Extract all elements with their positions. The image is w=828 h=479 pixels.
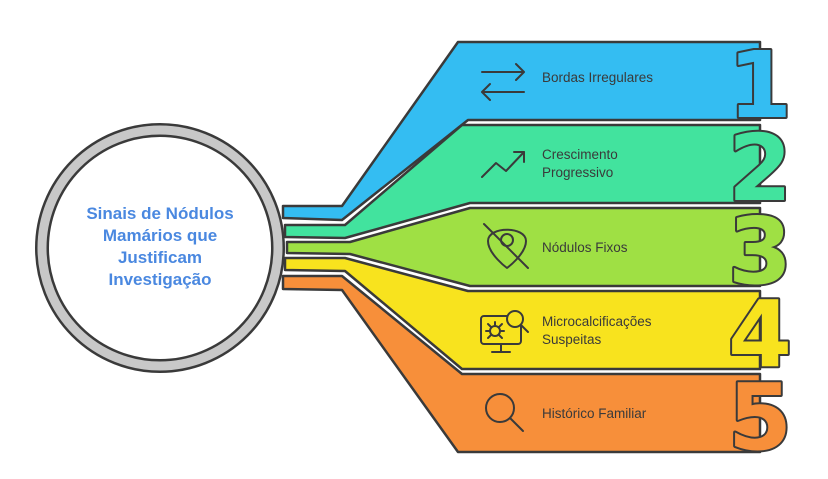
trend-up-icon [481, 151, 525, 178]
ribbon-5: Histórico Familiar 5 [281, 274, 794, 473]
item-2-label-line-1: Crescimento [542, 147, 618, 162]
number-2: 2 [728, 115, 792, 222]
swap-arrows-icon [481, 63, 525, 101]
number-4: 4 [728, 281, 792, 388]
center-circle: Sinais de Nódulos Mamários que Justifica… [35, 123, 285, 373]
ribbon-3: Nódulos Fixos 3 [285, 196, 794, 307]
center-title-line-3: Justificam [118, 248, 202, 267]
center-title-line-2: Mamários que [103, 226, 217, 245]
number-1: 1 [728, 32, 792, 139]
item-1-label: Bordas Irregulares [542, 70, 653, 85]
item-3-label: Nódulos Fixos [542, 240, 628, 255]
ribbon-2-shape [283, 123, 762, 240]
ribbon-2: Crescimento Progressivo 2 [283, 113, 794, 240]
item-4-label-line-1: Microcalcificações [542, 314, 652, 329]
magnifier-icon [485, 393, 524, 432]
ribbon-1: Bordas Irregulares 1 [281, 30, 794, 222]
number-5: 5 [728, 364, 792, 471]
ribbon-5-shape [281, 274, 762, 454]
item-4-label-line-2: Suspeitas [542, 332, 602, 347]
item-5-label: Histórico Familiar [542, 406, 647, 421]
center-title-line-1: Sinais de Nódulos [86, 204, 233, 223]
bug-search-monitor-icon [480, 310, 529, 353]
ribbon-4: Microcalcificações Suspeitas 4 [283, 256, 794, 390]
ribbon-4-shape [283, 256, 762, 371]
ribbon-1-shape [281, 40, 762, 222]
ribbon-3-shape [285, 206, 762, 288]
item-2-label-line-2: Progressivo [542, 165, 613, 180]
location-off-icon [483, 223, 529, 269]
number-3: 3 [728, 198, 792, 305]
center-title-line-4: Investigação [109, 270, 212, 289]
